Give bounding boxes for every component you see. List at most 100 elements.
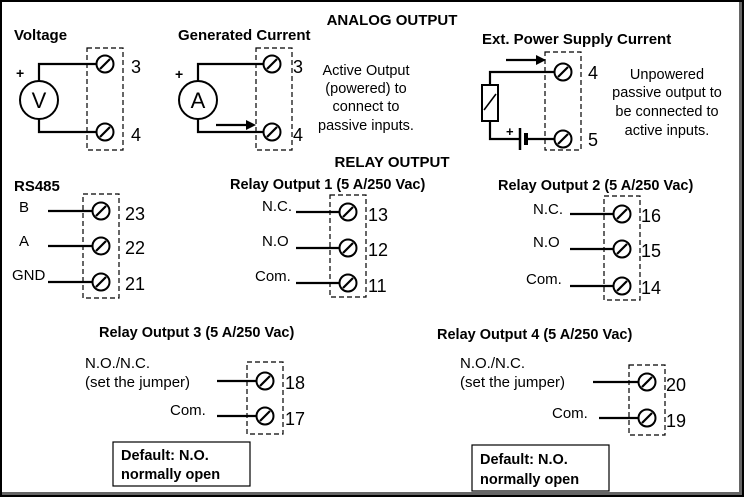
pin-number: 4 <box>131 125 141 145</box>
screw-terminal-icon <box>612 204 632 224</box>
pin-number: 16 <box>641 206 661 226</box>
terminal-label: Com. <box>552 405 588 422</box>
ammeter-symbol <box>178 80 218 120</box>
relay-output-2-title: Relay Output 2 (5 A/250 Vac) <box>498 178 693 194</box>
pin-number: 17 <box>285 409 305 429</box>
voltage-section: Voltage V + 3 4 <box>14 27 141 151</box>
relay-output-4-title: Relay Output 4 (5 A/250 Vac) <box>437 327 632 343</box>
pin-number: 13 <box>368 205 388 225</box>
relay-output-3-section: Relay Output 3 (5 A/250 Vac) N.O./N.C. (… <box>85 325 305 487</box>
plus-sign: + <box>175 66 183 82</box>
note-line: passive inputs. <box>318 118 414 134</box>
default-note-box <box>112 441 251 487</box>
rs485-title: RS485 <box>14 178 60 195</box>
terminal-label: N.C. <box>533 201 563 218</box>
terminal-block <box>255 47 293 151</box>
ext-power-title: Ext. Power Supply Current <box>482 31 671 48</box>
default-note-line: normally open <box>480 472 579 488</box>
relay-output-4-section: Relay Output 4 (5 A/250 Vac) N.O./N.C. (… <box>437 327 686 492</box>
pin-number: 14 <box>641 278 661 298</box>
default-note-line: Default: N.O. <box>121 448 209 464</box>
voltmeter-label: V <box>32 88 47 113</box>
terminal-label: GND <box>12 267 46 284</box>
terminal-label: A <box>19 233 29 250</box>
terminal-label: N.O./N.C. <box>85 355 150 372</box>
screw-terminal-icon <box>612 239 632 259</box>
terminal-block <box>329 194 367 298</box>
screw-terminal-icon <box>637 372 657 392</box>
pin-number: 21 <box>125 274 145 294</box>
screw-terminal-icon <box>612 276 632 296</box>
arrow-head-icon <box>536 55 546 65</box>
screw-terminal-icon <box>95 54 115 74</box>
note-line: (powered) to <box>325 81 406 97</box>
note-line: Unpowered <box>630 67 704 83</box>
pin-number: 18 <box>285 373 305 393</box>
screw-terminal-icon <box>91 201 111 221</box>
screw-terminal-icon <box>338 273 358 293</box>
screw-terminal-icon <box>553 62 573 82</box>
terminal-label: N.O./N.C. <box>460 355 525 372</box>
wire <box>196 119 264 134</box>
relay-output-3-title: Relay Output 3 (5 A/250 Vac) <box>99 325 294 341</box>
screw-terminal-icon <box>95 122 115 142</box>
screw-terminal-icon <box>262 122 282 142</box>
terminal-label: (set the jumper) <box>85 374 190 391</box>
wire <box>37 62 97 81</box>
plus-sign: + <box>506 124 514 139</box>
terminal-label: N.O <box>533 234 560 251</box>
arrow-head-icon <box>246 120 256 130</box>
screw-terminal-icon <box>262 54 282 74</box>
pin-number: 4 <box>588 63 598 83</box>
pin-number: 15 <box>641 241 661 261</box>
pin-number: 11 <box>368 276 387 296</box>
pin-number: 22 <box>125 238 145 258</box>
screw-terminal-icon <box>255 371 275 391</box>
plus-sign: + <box>16 65 24 81</box>
analog-output-title: ANALOG OUTPUT <box>327 12 458 29</box>
pin-number: 20 <box>666 375 686 395</box>
wire <box>37 119 97 134</box>
note-line: active inputs. <box>625 123 710 139</box>
default-note-line: Default: N.O. <box>480 452 568 468</box>
terminal-block <box>628 364 666 436</box>
pin-number: 4 <box>293 125 303 145</box>
terminal-block <box>544 51 582 151</box>
note-line: be connected to <box>615 104 718 120</box>
terminal-label: Com. <box>526 271 562 288</box>
terminal-label: N.C. <box>262 198 292 215</box>
note-line: connect to <box>333 99 400 115</box>
pin-number: 3 <box>293 57 303 77</box>
ammeter-label: A <box>191 88 206 113</box>
pin-number: 19 <box>666 411 686 431</box>
resistor-hatch <box>483 93 497 111</box>
default-note-line: normally open <box>121 467 220 483</box>
relay-output-1-section: Relay Output 1 (5 A/250 Vac) N.C. N.O Co… <box>230 177 425 298</box>
pin-number: 5 <box>588 130 598 150</box>
pin-number: 23 <box>125 204 145 224</box>
terminal-label: N.O <box>262 233 289 250</box>
wire <box>488 121 520 141</box>
ext-power-section: Ext. Power Supply Current + 4 5 Unpowere… <box>481 31 722 151</box>
generated-current-section: Generated Current A + 3 4 Active Output … <box>175 27 414 151</box>
note-line: passive output to <box>612 85 722 101</box>
terminal-block <box>86 47 124 151</box>
voltage-title: Voltage <box>14 27 67 44</box>
relay-output-title: RELAY OUTPUT <box>334 154 449 171</box>
terminal-label: B <box>19 199 29 216</box>
screw-terminal-icon <box>255 406 275 426</box>
screw-terminal-icon <box>553 129 573 149</box>
screw-terminal-icon <box>338 202 358 222</box>
terminal-label: Com. <box>255 268 291 285</box>
rs485-section: RS485 B A GND 23 22 21 <box>12 178 145 299</box>
default-note-box <box>471 444 610 492</box>
pin-number: 3 <box>131 57 141 77</box>
wire <box>196 62 264 81</box>
relay-output-2-section: Relay Output 2 (5 A/250 Vac) N.C. N.O Co… <box>498 178 693 301</box>
screw-terminal-icon <box>91 272 111 292</box>
voltmeter-symbol <box>19 80 59 120</box>
terminal-block <box>246 361 284 435</box>
wire <box>488 70 555 85</box>
